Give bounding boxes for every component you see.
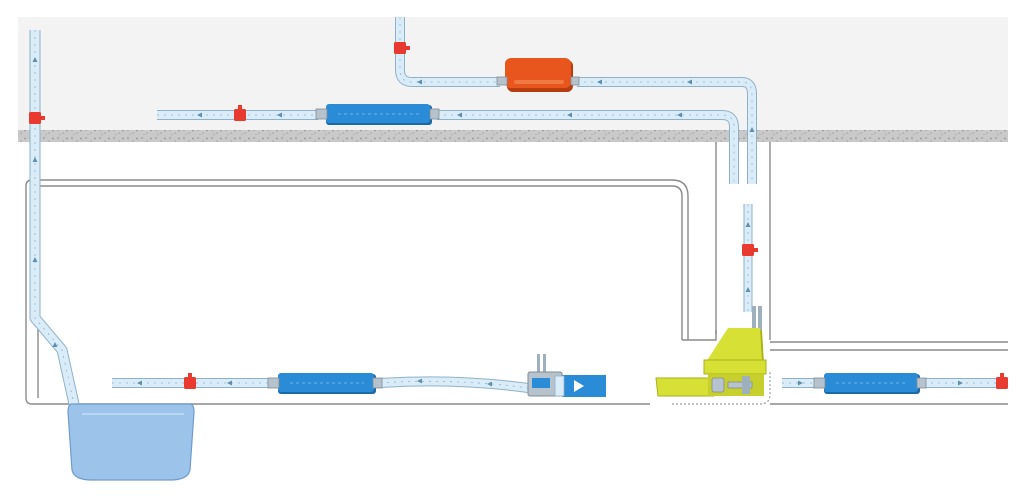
valves bbox=[29, 42, 1008, 389]
room-walls bbox=[25, 142, 1008, 405]
flow-arrow-14 bbox=[745, 287, 751, 292]
valve-4 bbox=[184, 373, 196, 389]
flow-arrow-18 bbox=[487, 381, 492, 387]
pipe-ceiling-mid-r-flow-dash bbox=[437, 114, 735, 184]
valve-0 bbox=[29, 112, 45, 124]
float-switch-unit bbox=[527, 354, 606, 397]
flow-arrow-8 bbox=[197, 112, 202, 118]
flow-arrow-13 bbox=[745, 222, 751, 227]
flow-arrow-12 bbox=[677, 112, 682, 118]
flow-arrow-9 bbox=[277, 112, 282, 118]
flow-arrow-2 bbox=[32, 257, 38, 262]
tank-drain-dotted bbox=[672, 370, 771, 405]
valve-1 bbox=[394, 42, 410, 54]
pipe-ceiling-top-2-flow-dash bbox=[577, 81, 753, 184]
flow-arrow-16 bbox=[227, 380, 232, 386]
pump-unit-floor-left bbox=[267, 373, 383, 394]
flow-arrow-19 bbox=[798, 380, 803, 386]
pump-unit-floor-right bbox=[813, 373, 927, 394]
flow-arrow-7 bbox=[749, 127, 755, 132]
valve-5 bbox=[996, 373, 1008, 389]
valve-3 bbox=[742, 244, 758, 256]
pipe-ceiling-top bbox=[396, 17, 500, 86]
flow-arrow-10 bbox=[457, 112, 462, 118]
reservoir-tank bbox=[67, 403, 195, 481]
flow-arrow-4 bbox=[417, 79, 422, 85]
flow-arrow-20 bbox=[958, 380, 963, 386]
flow-arrow-3 bbox=[52, 342, 58, 347]
flow-arrow-5 bbox=[597, 79, 602, 85]
pump-unit-ceiling-middle bbox=[315, 104, 440, 125]
flow-arrow-0 bbox=[32, 57, 38, 62]
flow-arrow-15 bbox=[137, 380, 142, 386]
flow-arrow-6 bbox=[687, 79, 692, 85]
flow-arrow-11 bbox=[567, 112, 572, 118]
valve-2 bbox=[234, 105, 246, 121]
flow-arrows bbox=[32, 57, 963, 387]
flow-arrow-1 bbox=[32, 157, 38, 162]
pump-unit-ceiling-top bbox=[496, 58, 580, 92]
pipe-left-riser-flow-dash bbox=[34, 30, 75, 405]
pipe-floor-m bbox=[379, 377, 529, 392]
condensate-tank bbox=[655, 306, 767, 397]
flow-arrow-17 bbox=[417, 378, 422, 384]
ceiling-board bbox=[18, 130, 1008, 142]
